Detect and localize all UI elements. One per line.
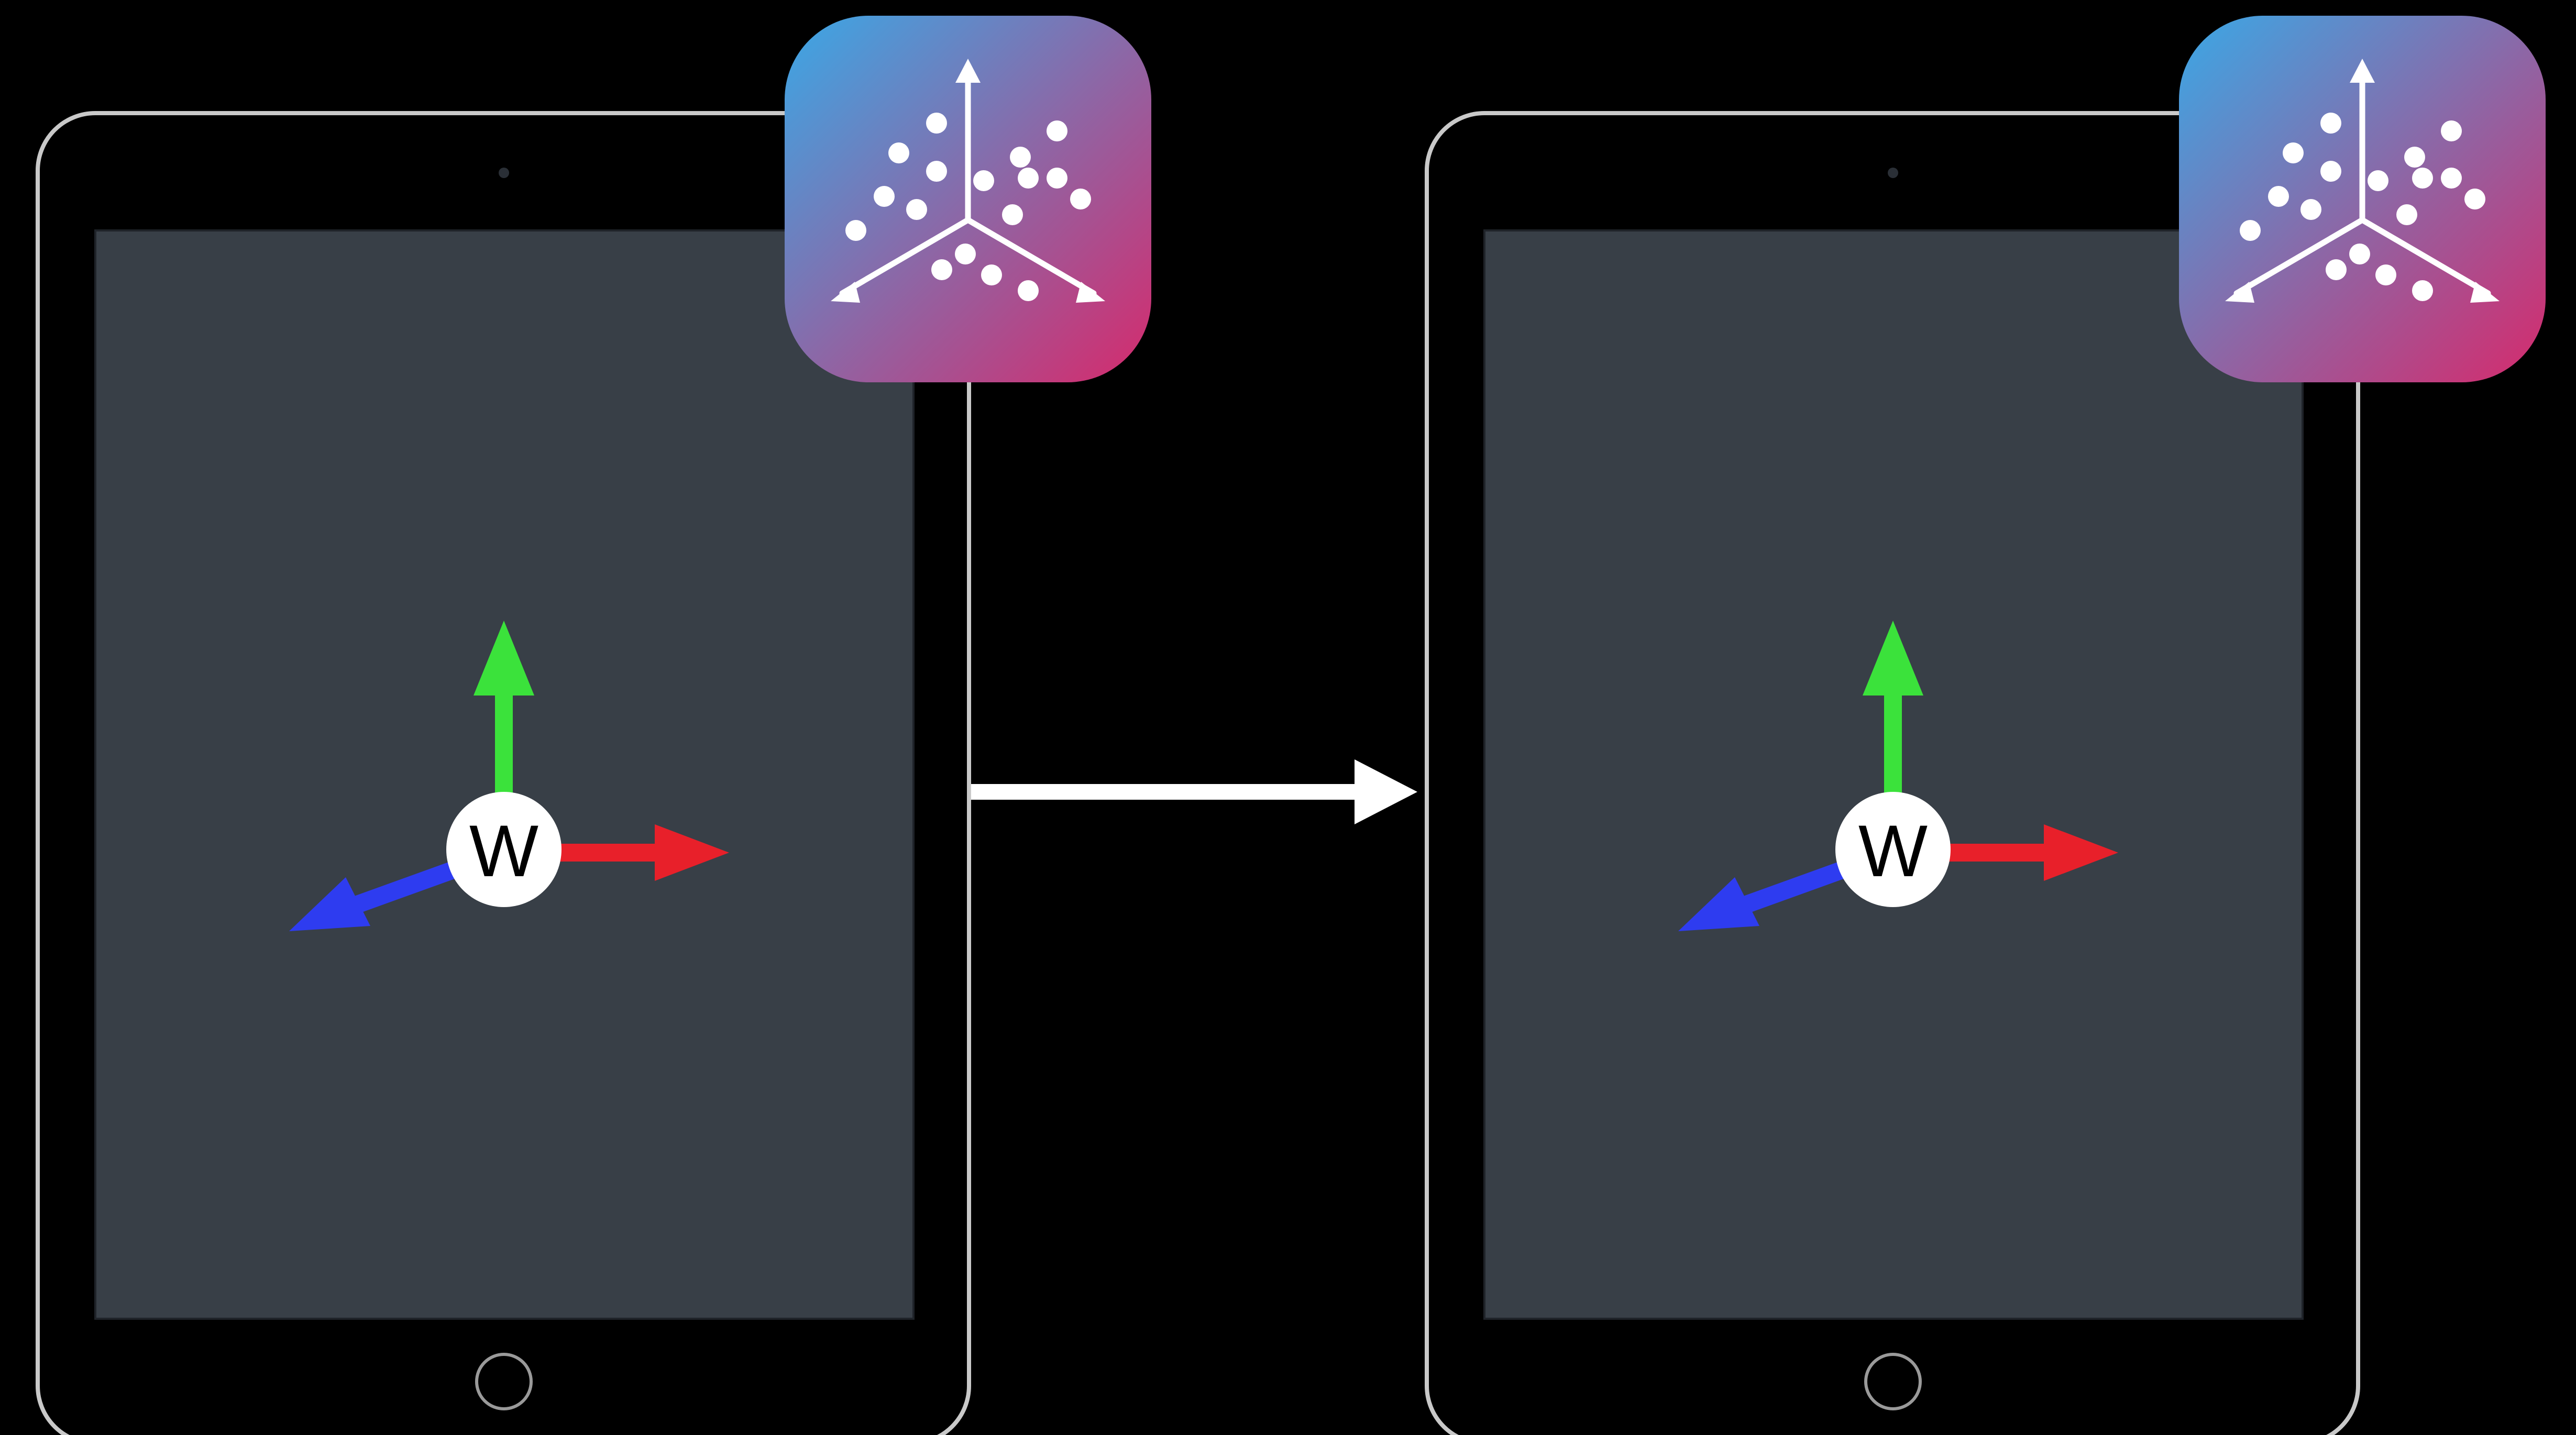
z-axis-arrowhead [1678, 877, 1759, 931]
x-axis-arrowhead [655, 824, 729, 881]
x-axis-arrow [555, 844, 660, 862]
world-origin-label: W [469, 810, 538, 892]
z-axis-arrowhead [289, 877, 370, 931]
arkit-scatter-icon [2179, 16, 2546, 382]
y-axis-arrowhead [474, 621, 534, 696]
front-camera-icon [499, 168, 509, 178]
home-button-icon[interactable] [1864, 1353, 1922, 1410]
world-origin [446, 792, 562, 907]
y-axis-arrowhead [1863, 621, 1923, 696]
world-origin [1835, 792, 1951, 907]
right-ipad: W [1425, 111, 2360, 1435]
home-button-icon[interactable] [475, 1353, 533, 1410]
y-axis-arrow [1884, 694, 1902, 801]
x-axis-arrowhead [2044, 824, 2118, 881]
x-axis-arrow [1944, 844, 2049, 862]
z-axis-arrow [343, 857, 469, 917]
y-axis-arrow [495, 694, 513, 801]
left-ipad: W [36, 111, 971, 1435]
right-arrow-icon [971, 759, 1417, 824]
world-axes: W [289, 621, 729, 931]
world-origin-label: W [1858, 810, 1928, 892]
world-axes: W [1678, 621, 2118, 931]
arkit-scatter-icon [785, 16, 1151, 382]
z-axis-arrow [1732, 857, 1858, 917]
front-camera-icon [1888, 168, 1898, 178]
